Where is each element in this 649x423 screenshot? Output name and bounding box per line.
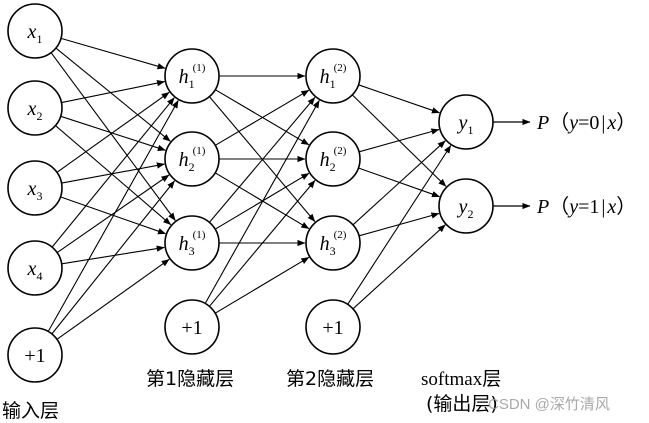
node-circle — [305, 299, 361, 355]
node-label: h1(1) — [179, 62, 206, 91]
edge-input-2-to-hidden1-2 — [60, 115, 166, 151]
node-label: y2 — [457, 196, 474, 221]
node-hidden1-2: h2(1) — [164, 131, 220, 187]
edge-hidden2-1-to-output-1 — [358, 84, 440, 114]
node-label: h3(1) — [179, 229, 206, 258]
node-circle — [164, 131, 220, 187]
node-label: x1 — [27, 21, 43, 46]
node-circle — [7, 240, 63, 296]
node-hidden2-3: h3(2) — [305, 215, 361, 271]
edge-input-4-to-hidden1-3 — [61, 245, 165, 265]
node-hidden2-4: +1 — [305, 299, 361, 355]
node-circle — [7, 327, 63, 383]
edge-input-2-to-hidden1-3 — [55, 125, 172, 226]
node-circle — [164, 299, 220, 355]
node-circle — [305, 131, 361, 187]
edge-hidden1-4-to-hidden2-3 — [214, 256, 310, 314]
edge-input-3-to-hidden1-2 — [61, 162, 165, 184]
edge-hidden2-2-to-output-1 — [358, 128, 440, 153]
node-output-2: y2 — [438, 178, 494, 234]
input-layer-label: 输入层 — [2, 400, 59, 422]
output-probability-2: P（y=1|x） — [536, 195, 636, 218]
edge-input-4-to-hidden1-2 — [56, 174, 170, 254]
node-label: x2 — [27, 98, 43, 123]
hidden2-layer-label: 第2隐藏层 — [286, 368, 374, 390]
node-label: h3(2) — [320, 229, 347, 258]
node-hidden1-4: +1 — [164, 299, 220, 355]
node-input-5: +1 — [7, 327, 63, 383]
node-hidden1-1: h1(1) — [164, 48, 220, 104]
neurons: x1 x2 x3 x4 +1 h1(1) h2(1) h3(1) +1 h1(2) h2(2) h3(… — [7, 3, 494, 383]
node-label: h1(2) — [320, 62, 347, 91]
node-hidden1-3: h3(1) — [164, 215, 220, 271]
watermark: CSDN @深竹清风 — [488, 396, 610, 413]
node-output-1: y1 — [438, 94, 494, 150]
node-circle — [7, 3, 63, 59]
edge-hidden1-4-to-hidden2-1 — [204, 100, 320, 304]
edge-input-1-to-hidden1-2 — [55, 47, 171, 142]
node-hidden2-1: h1(2) — [305, 48, 361, 104]
node-circle — [7, 80, 63, 136]
connection-edges — [47, 37, 452, 340]
node-input-3: x3 — [7, 160, 63, 216]
output-probabilities: P（y=0|x） P（y=1|x） — [493, 111, 636, 218]
edge-input-2-to-hidden1-1 — [61, 79, 165, 104]
output-layer-label: softmax层 — [421, 369, 501, 390]
edge-hidden2-4-to-output-1 — [347, 145, 452, 305]
node-label: +1 — [24, 345, 45, 367]
node-label: y1 — [457, 112, 474, 137]
node-circle — [164, 48, 220, 104]
output-probability-1: P（y=0|x） — [536, 111, 636, 134]
node-input-4: x4 — [7, 240, 63, 296]
edge-input-4-to-hidden1-1 — [51, 97, 175, 248]
node-label: h2(2) — [320, 145, 347, 174]
edge-hidden1-4-to-hidden2-2 — [208, 180, 316, 307]
hidden1-layer-label: 第1隐藏层 — [146, 368, 234, 390]
node-label: x4 — [27, 258, 43, 283]
edge-input-1-to-hidden1-3 — [50, 52, 176, 221]
edge-input-5-to-hidden1-1 — [47, 100, 179, 332]
node-input-1: x1 — [7, 3, 63, 59]
node-label: +1 — [181, 317, 202, 339]
node-circle — [7, 160, 63, 216]
node-label: +1 — [322, 317, 343, 339]
edge-hidden1-3-to-hidden2-1 — [208, 97, 316, 223]
edge-input-1-to-hidden1-1 — [60, 37, 166, 70]
edge-input-5-to-hidden1-2 — [51, 180, 175, 335]
edge-hidden2-4-to-output-2 — [352, 224, 446, 310]
node-circle — [305, 215, 361, 271]
edge-input-5-to-hidden1-3 — [56, 258, 170, 340]
output-layer-sublabel: (输出层) — [426, 393, 498, 415]
node-circle — [164, 215, 220, 271]
node-hidden2-2: h2(2) — [305, 131, 361, 187]
node-label: x3 — [27, 178, 43, 203]
edge-hidden1-2-to-hidden2-1 — [215, 89, 310, 146]
edge-hidden2-3-to-output-1 — [352, 140, 446, 226]
node-label: h2(1) — [179, 145, 206, 174]
node-circle — [305, 48, 361, 104]
node-input-2: x2 — [7, 80, 63, 136]
edge-input-3-to-hidden1-1 — [56, 91, 170, 173]
